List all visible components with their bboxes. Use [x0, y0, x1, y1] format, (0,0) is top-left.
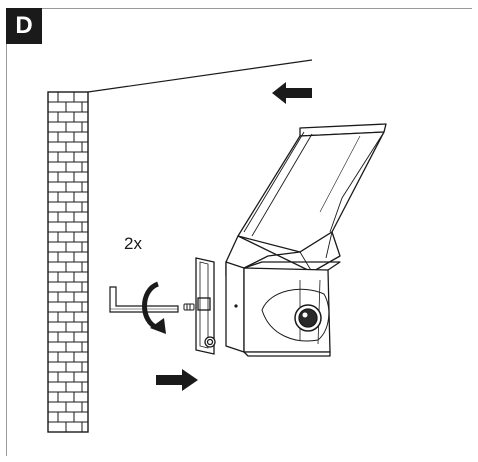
perspective-line — [87, 59, 313, 93]
step-badge: D — [6, 8, 42, 44]
arrow-right-icon — [156, 369, 198, 391]
frame-top-line — [6, 8, 472, 9]
arrow-left-icon — [272, 82, 312, 104]
screw-quantity-label: 2x — [124, 234, 142, 253]
wall-lamp-icon — [225, 123, 387, 357]
brick-wall-icon — [47, 91, 89, 433]
mounting-bracket-icon — [195, 257, 216, 355]
screw-icon — [183, 303, 195, 311]
rotation-arrow-icon — [142, 281, 166, 334]
frame-left-line — [6, 8, 7, 456]
